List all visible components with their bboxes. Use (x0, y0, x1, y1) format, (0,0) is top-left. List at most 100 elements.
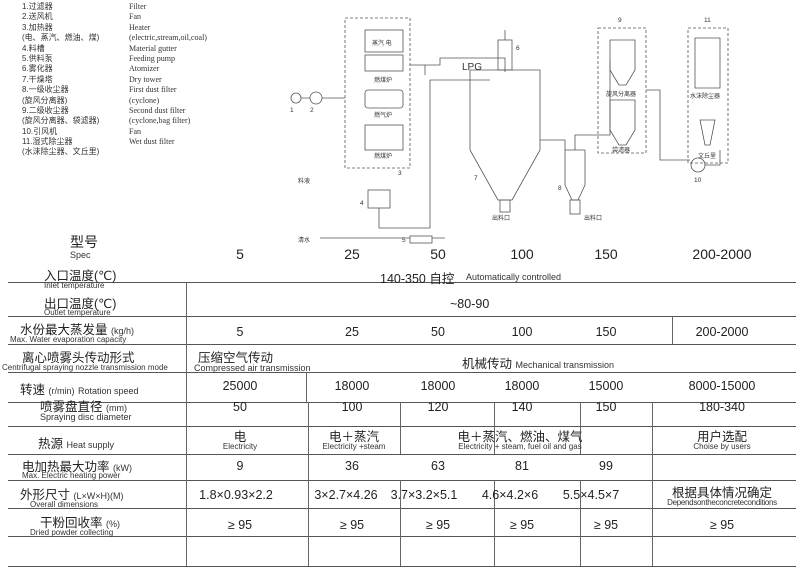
recovery-value: ≥ 95 (593, 518, 619, 532)
disc-value: 140 (511, 400, 533, 414)
label-clean-water: 清水 (298, 236, 310, 244)
label-outlet-8: 出料口 (584, 214, 602, 222)
nozzle-value-2-zh: 机械传动 (462, 357, 513, 371)
legend-en: Filter (129, 2, 147, 11)
power-value: 36 (345, 459, 359, 473)
disc-value: 100 (341, 400, 363, 414)
speed-value: 18000 (334, 379, 370, 393)
water-value: 100 (511, 325, 533, 339)
recovery-value: ≥ 95 (709, 518, 735, 532)
label-venturi: 文丘里 (698, 152, 716, 160)
spec-table: 型号 Spec 5 25 50 100 150 200-2000 入口温度(℃)… (0, 230, 800, 570)
disc-value: 50 (233, 400, 247, 414)
number-5: 5 (402, 237, 406, 244)
legend-zh: 2.送风机 (22, 12, 53, 22)
row-divider (8, 566, 796, 567)
legend-en: Material gutter (129, 43, 177, 53)
col-divider (306, 372, 307, 402)
dims-label: 外形尺寸 (L×W×H)(M) (20, 484, 124, 503)
power-value: 99 (599, 459, 613, 473)
col-divider (494, 480, 495, 566)
disc-label: 喷雾盘直径 (mm) (40, 396, 127, 415)
dims-value: 4.6×4.2×6 (481, 488, 539, 502)
legend-zh: (电、蒸汽、燃油、煤) (22, 33, 100, 43)
legend-en: (cyclone,bag filter) (129, 116, 191, 126)
first-cyclone (564, 149, 586, 201)
number-9: 9 (618, 17, 622, 24)
recovery-value: ≥ 95 (339, 518, 365, 532)
row-divider (8, 480, 796, 481)
recovery-label-en: Dried powder collecting (30, 528, 114, 537)
nozzle-value-2: 机械传动 Mechanical transmission (462, 353, 614, 372)
speed-value: 18000 (504, 379, 540, 393)
speed-value: 18000 (420, 379, 456, 393)
heat-c1-en: Electricity (222, 442, 258, 451)
outlet-label-en: Outlet temperature (44, 308, 111, 317)
number-4: 4 (360, 200, 364, 207)
inlet-value-en: Automatically controlled (466, 272, 562, 282)
second-filter-enclosure (597, 27, 647, 154)
electric-steam-heater (364, 29, 404, 53)
water-label-en: Max. Water evaporation capacity (10, 335, 127, 344)
spec-value: 25 (344, 246, 360, 262)
wet-scrubber (694, 37, 721, 89)
water-value: 200-2000 (695, 325, 749, 339)
disc-unit: (mm) (106, 403, 127, 413)
speed-label: 转速 (r/min) Rotation speed (20, 379, 139, 398)
recovery-unit: (%) (106, 519, 120, 529)
legend-zh: 7.干燥塔 (22, 74, 53, 84)
heat-c4-zh: 用户选配 (696, 430, 747, 444)
label-oil-furnace: 燃气炉 (374, 111, 392, 119)
spec-value: 100 (510, 246, 534, 262)
row-divider (8, 316, 796, 317)
row-divider (8, 536, 796, 537)
number-10: 10 (694, 177, 702, 184)
legend-zh: (旋风分离器、袋滤器) (22, 116, 100, 126)
dims-last-zh: 根据具体情况确定 (671, 486, 772, 500)
dims-label-en: Overall dimensions (30, 500, 99, 509)
col-divider (308, 402, 309, 566)
col-divider (186, 282, 187, 566)
spec-value: 200-2000 (692, 246, 752, 262)
legend-zh: 4.料槽 (22, 43, 45, 53)
legend-zh: 11.湿式除尘器 (22, 137, 73, 147)
row-divider (8, 282, 796, 283)
legend-en: (electric,stream,oil,coal) (129, 33, 207, 43)
label-steam-electric: 蒸汽 电 (372, 39, 392, 47)
power-unit: (kW) (113, 463, 132, 473)
heat-c3-zh: 电＋蒸汽、燃油、煤气 (457, 430, 583, 444)
water-value: 5 (236, 325, 244, 339)
speed-label-en: Rotation speed (77, 386, 139, 396)
legend-en: Fan (129, 126, 141, 136)
row-divider (8, 508, 796, 509)
legend-row: (水沫除尘器、文丘里) (22, 147, 252, 157)
power-label: 电加热最大功率 (kW) (22, 456, 132, 475)
label-outlet-7: 出料口 (492, 214, 510, 222)
legend-zh: 10.引风机 (22, 126, 58, 136)
number-7: 7 (474, 175, 478, 182)
water-value: 50 (431, 325, 445, 339)
nozzle-label-zh: 离心喷雾头传动形式 (22, 351, 135, 365)
inlet-label-zh: 入口温度(℃) (44, 269, 117, 283)
dims-unit: (L×W×H)(M) (73, 491, 124, 501)
recovery-label-zh: 干粉回收率 (40, 516, 103, 530)
recovery-value: ≥ 95 (425, 518, 451, 532)
label-wet-scrubber: 水沫除尘器 (690, 92, 720, 100)
legend-row: 4.料槽 Material gutter (22, 44, 252, 54)
second-cyclone (609, 39, 636, 86)
label-bag-filter: 袋滤器 (612, 146, 630, 154)
number-2: 2 (310, 107, 314, 114)
heat-c1-zh: 电 (233, 430, 247, 444)
spec-label-zh: 型号 (70, 234, 98, 250)
number-6: 6 (516, 45, 520, 52)
venturi (699, 119, 716, 146)
induced-fan (690, 157, 706, 173)
legend-zh: 3.加热器 (22, 22, 53, 32)
spray-dryer-process-diagram: 蒸汽 电 燃煤炉 燃气炉 燃煤炉 LPG 料液 清水 出料口 出料口 旋风分离器… (290, 17, 729, 244)
spec-label-en: Spec (70, 250, 91, 260)
heat-label-en: Heat supply (66, 440, 115, 450)
filter (290, 92, 302, 104)
